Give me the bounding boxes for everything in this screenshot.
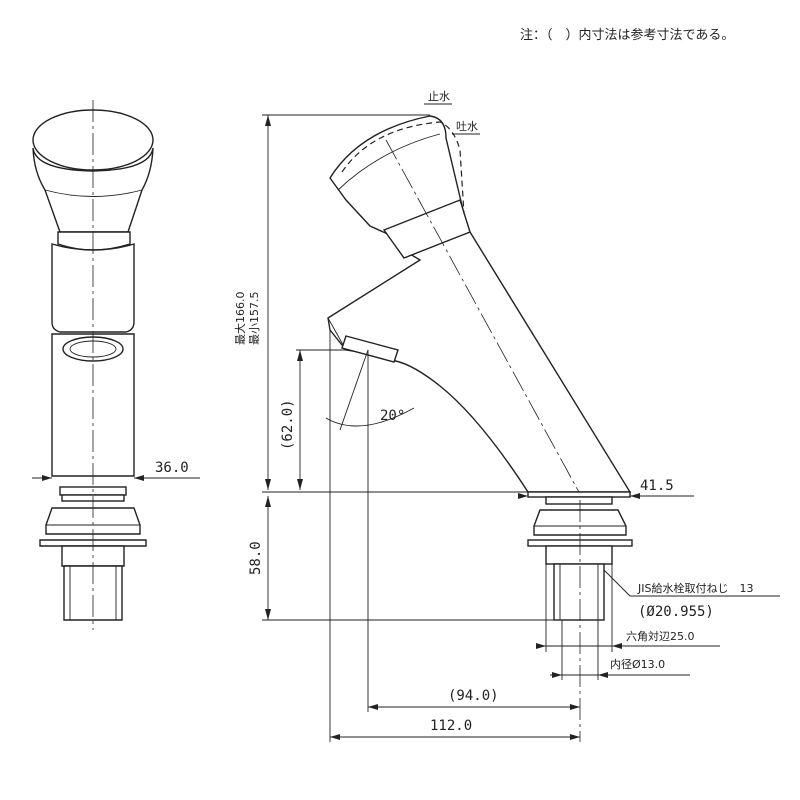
dim-36-label: 36.0 (155, 460, 189, 476)
side-knob-dashed (341, 121, 465, 215)
stop-water-label: 止水 (428, 90, 450, 103)
spout-water-label: 吐水 (456, 120, 478, 133)
spout-outlet (341, 335, 399, 363)
thread-lines (69, 566, 117, 620)
side-base (527, 491, 631, 498)
angle-arc (325, 407, 415, 427)
inner-arrow-right (598, 672, 608, 678)
threaded-shank (63, 565, 123, 621)
side-threaded-shank (553, 563, 605, 621)
dim-41-label: 41.5 (640, 478, 674, 494)
reference-dimension-note: 注：（ ）内寸法は参考寸法である。 (520, 27, 734, 43)
knob-edge (44, 189, 143, 197)
dim-36-arrow-right (134, 475, 144, 481)
side-view: 止水 吐水 最大166.0 最小157.5 (62.0) 20° 41.5 (233, 90, 780, 742)
dim-94-label: (94.0) (448, 688, 499, 704)
dim-62-label: (62.0) (280, 399, 296, 450)
spout-body (327, 231, 632, 493)
angle-label: 20° (380, 408, 405, 424)
knob-cone (32, 147, 154, 233)
front-view: 36.0 (32, 100, 200, 630)
dim-height-arrow-top (265, 115, 271, 126)
side-knob-ring (382, 199, 471, 259)
side-hex-nut (545, 545, 613, 565)
dim-41-arrow (630, 493, 640, 499)
inner-label: 内径Ø13.0 (610, 657, 665, 671)
dim-min-label: 最小157.5 (248, 292, 261, 346)
dim-94-arrow-left (368, 704, 378, 710)
dim-58-arrow-bottom (265, 609, 271, 620)
dim-58-arrow-top (265, 496, 271, 507)
dim-41-arrow-left (518, 493, 528, 499)
dim-112-label: 112.0 (430, 718, 472, 734)
body-upper (51, 243, 135, 333)
dim-112-arrow-left (330, 734, 340, 740)
dim-max-label: 最大166.0 (233, 292, 247, 346)
hex-arrow-left (536, 643, 546, 649)
dim-94-arrow-right (570, 704, 580, 710)
inner-arrow-left (552, 672, 562, 678)
side-knob-edge (337, 133, 441, 191)
thread-leader (603, 569, 631, 597)
dim-62-arrow-bottom (297, 479, 303, 490)
thread-label: JIS給水栓取付ねじ 13 (637, 581, 753, 595)
hex-arrow-right (612, 643, 622, 649)
side-base-collar (545, 496, 613, 505)
hex-label: 六角対辺25.0 (626, 629, 695, 643)
angle-line (339, 349, 369, 431)
spout-centerline (385, 139, 581, 495)
dim-58-label: 58.0 (248, 541, 264, 575)
dim-112-arrow-right (570, 734, 580, 740)
thread-dia-label: (Ø20.955) (638, 604, 714, 620)
dim-36-arrow-left (42, 475, 52, 481)
dim-height-arrow-bottom (265, 479, 271, 490)
dim-62-arrow-top (297, 350, 303, 361)
